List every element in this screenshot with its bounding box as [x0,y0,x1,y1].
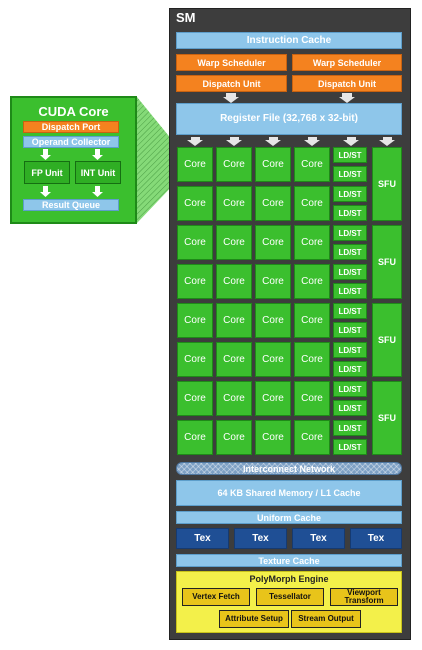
core-r5-c4: Core [294,303,330,338]
dispatch-port: Dispatch Port [23,121,119,133]
core-r1-c2: Core [216,147,252,182]
register-arrows [187,137,395,146]
uniform-cache: Uniform Cache [176,511,402,524]
dispatch-arrows [223,93,355,103]
core-r8-c2: Core [216,420,252,455]
ldst-unit-10: LD/ST [333,322,367,338]
fp-unit: FP Unit [24,161,70,184]
core-r2-c3: Core [255,186,291,221]
ldst-unit-13: LD/ST [333,381,367,397]
instruction-cache: Instruction Cache [176,32,402,49]
core-r2-c2: Core [216,186,252,221]
sm-title: SM [176,10,196,25]
core-r4-c4: Core [294,264,330,299]
ldst-unit-8: LD/ST [333,283,367,299]
tex-unit-4: Tex [350,528,402,549]
texture-cache: Texture Cache [176,554,402,567]
core-r3-c4: Core [294,225,330,260]
ldst-unit-3: LD/ST [333,186,367,202]
cuda-core-arrows-bottom [40,186,103,197]
core-r6-c2: Core [216,342,252,377]
tex-unit-1: Tex [176,528,229,549]
core-r1-c3: Core [255,147,291,182]
warp-scheduler-1: Warp Scheduler [176,54,287,71]
ldst-unit-2: LD/ST [333,166,367,182]
core-r5-c3: Core [255,303,291,338]
sfu-4: SFU [372,381,402,455]
shared-memory-l1-cache: 64 KB Shared Memory / L1 Cache [176,480,402,506]
core-r3-c1: Core [177,225,213,260]
core-r8-c4: Core [294,420,330,455]
core-r3-c3: Core [255,225,291,260]
core-r3-c2: Core [216,225,252,260]
cuda-core-title: CUDA Core [38,104,109,119]
warp-scheduler-2: Warp Scheduler [292,54,402,71]
ldst-unit-1: LD/ST [333,147,367,163]
sfu-2: SFU [372,225,402,299]
core-r6-c4: Core [294,342,330,377]
core-r2-c1: Core [177,186,213,221]
core-r7-c4: Core [294,381,330,416]
core-r6-c3: Core [255,342,291,377]
core-r1-c4: Core [294,147,330,182]
ldst-unit-4: LD/ST [333,205,367,221]
core-r2-c4: Core [294,186,330,221]
ldst-unit-16: LD/ST [333,439,367,455]
ldst-unit-15: LD/ST [333,420,367,436]
int-unit: INT Unit [75,161,121,184]
operand-collector: Operand Collector [23,136,119,148]
stream-output: Stream Output [291,610,361,628]
vertex-fetch: Vertex Fetch [182,588,250,606]
ldst-unit-6: LD/ST [333,244,367,260]
core-r5-c2: Core [216,303,252,338]
core-r8-c1: Core [177,420,213,455]
core-r7-c2: Core [216,381,252,416]
core-r7-c3: Core [255,381,291,416]
dispatch-unit-1: Dispatch Unit [176,75,287,92]
viewport-transform: Viewport Transform [330,588,398,606]
attribute-setup: Attribute Setup [219,610,289,628]
tessellator: Tessellator [256,588,324,606]
register-file: Register File (32,768 x 32-bit) [176,103,402,135]
core-r4-c2: Core [216,264,252,299]
core-r5-c1: Core [177,303,213,338]
dispatch-unit-2: Dispatch Unit [292,75,402,92]
sfu-1: SFU [372,147,402,221]
ldst-unit-12: LD/ST [333,361,367,377]
sfu-3: SFU [372,303,402,377]
cuda-core-arrows-top [40,149,103,160]
polymorph-engine-title: PolyMorph Engine [249,574,329,584]
ldst-unit-5: LD/ST [333,225,367,241]
core-r4-c3: Core [255,264,291,299]
tex-unit-2: Tex [234,528,287,549]
ldst-unit-14: LD/ST [333,400,367,416]
core-r4-c1: Core [177,264,213,299]
core-r7-c1: Core [177,381,213,416]
core-r1-c1: Core [177,147,213,182]
core-r6-c1: Core [177,342,213,377]
core-r8-c3: Core [255,420,291,455]
tex-unit-3: Tex [292,528,345,549]
result-queue: Result Queue [23,199,119,211]
interconnect-network: Interconnect Network [176,462,402,475]
ldst-unit-9: LD/ST [333,303,367,319]
ldst-unit-7: LD/ST [333,264,367,280]
ldst-unit-11: LD/ST [333,342,367,358]
